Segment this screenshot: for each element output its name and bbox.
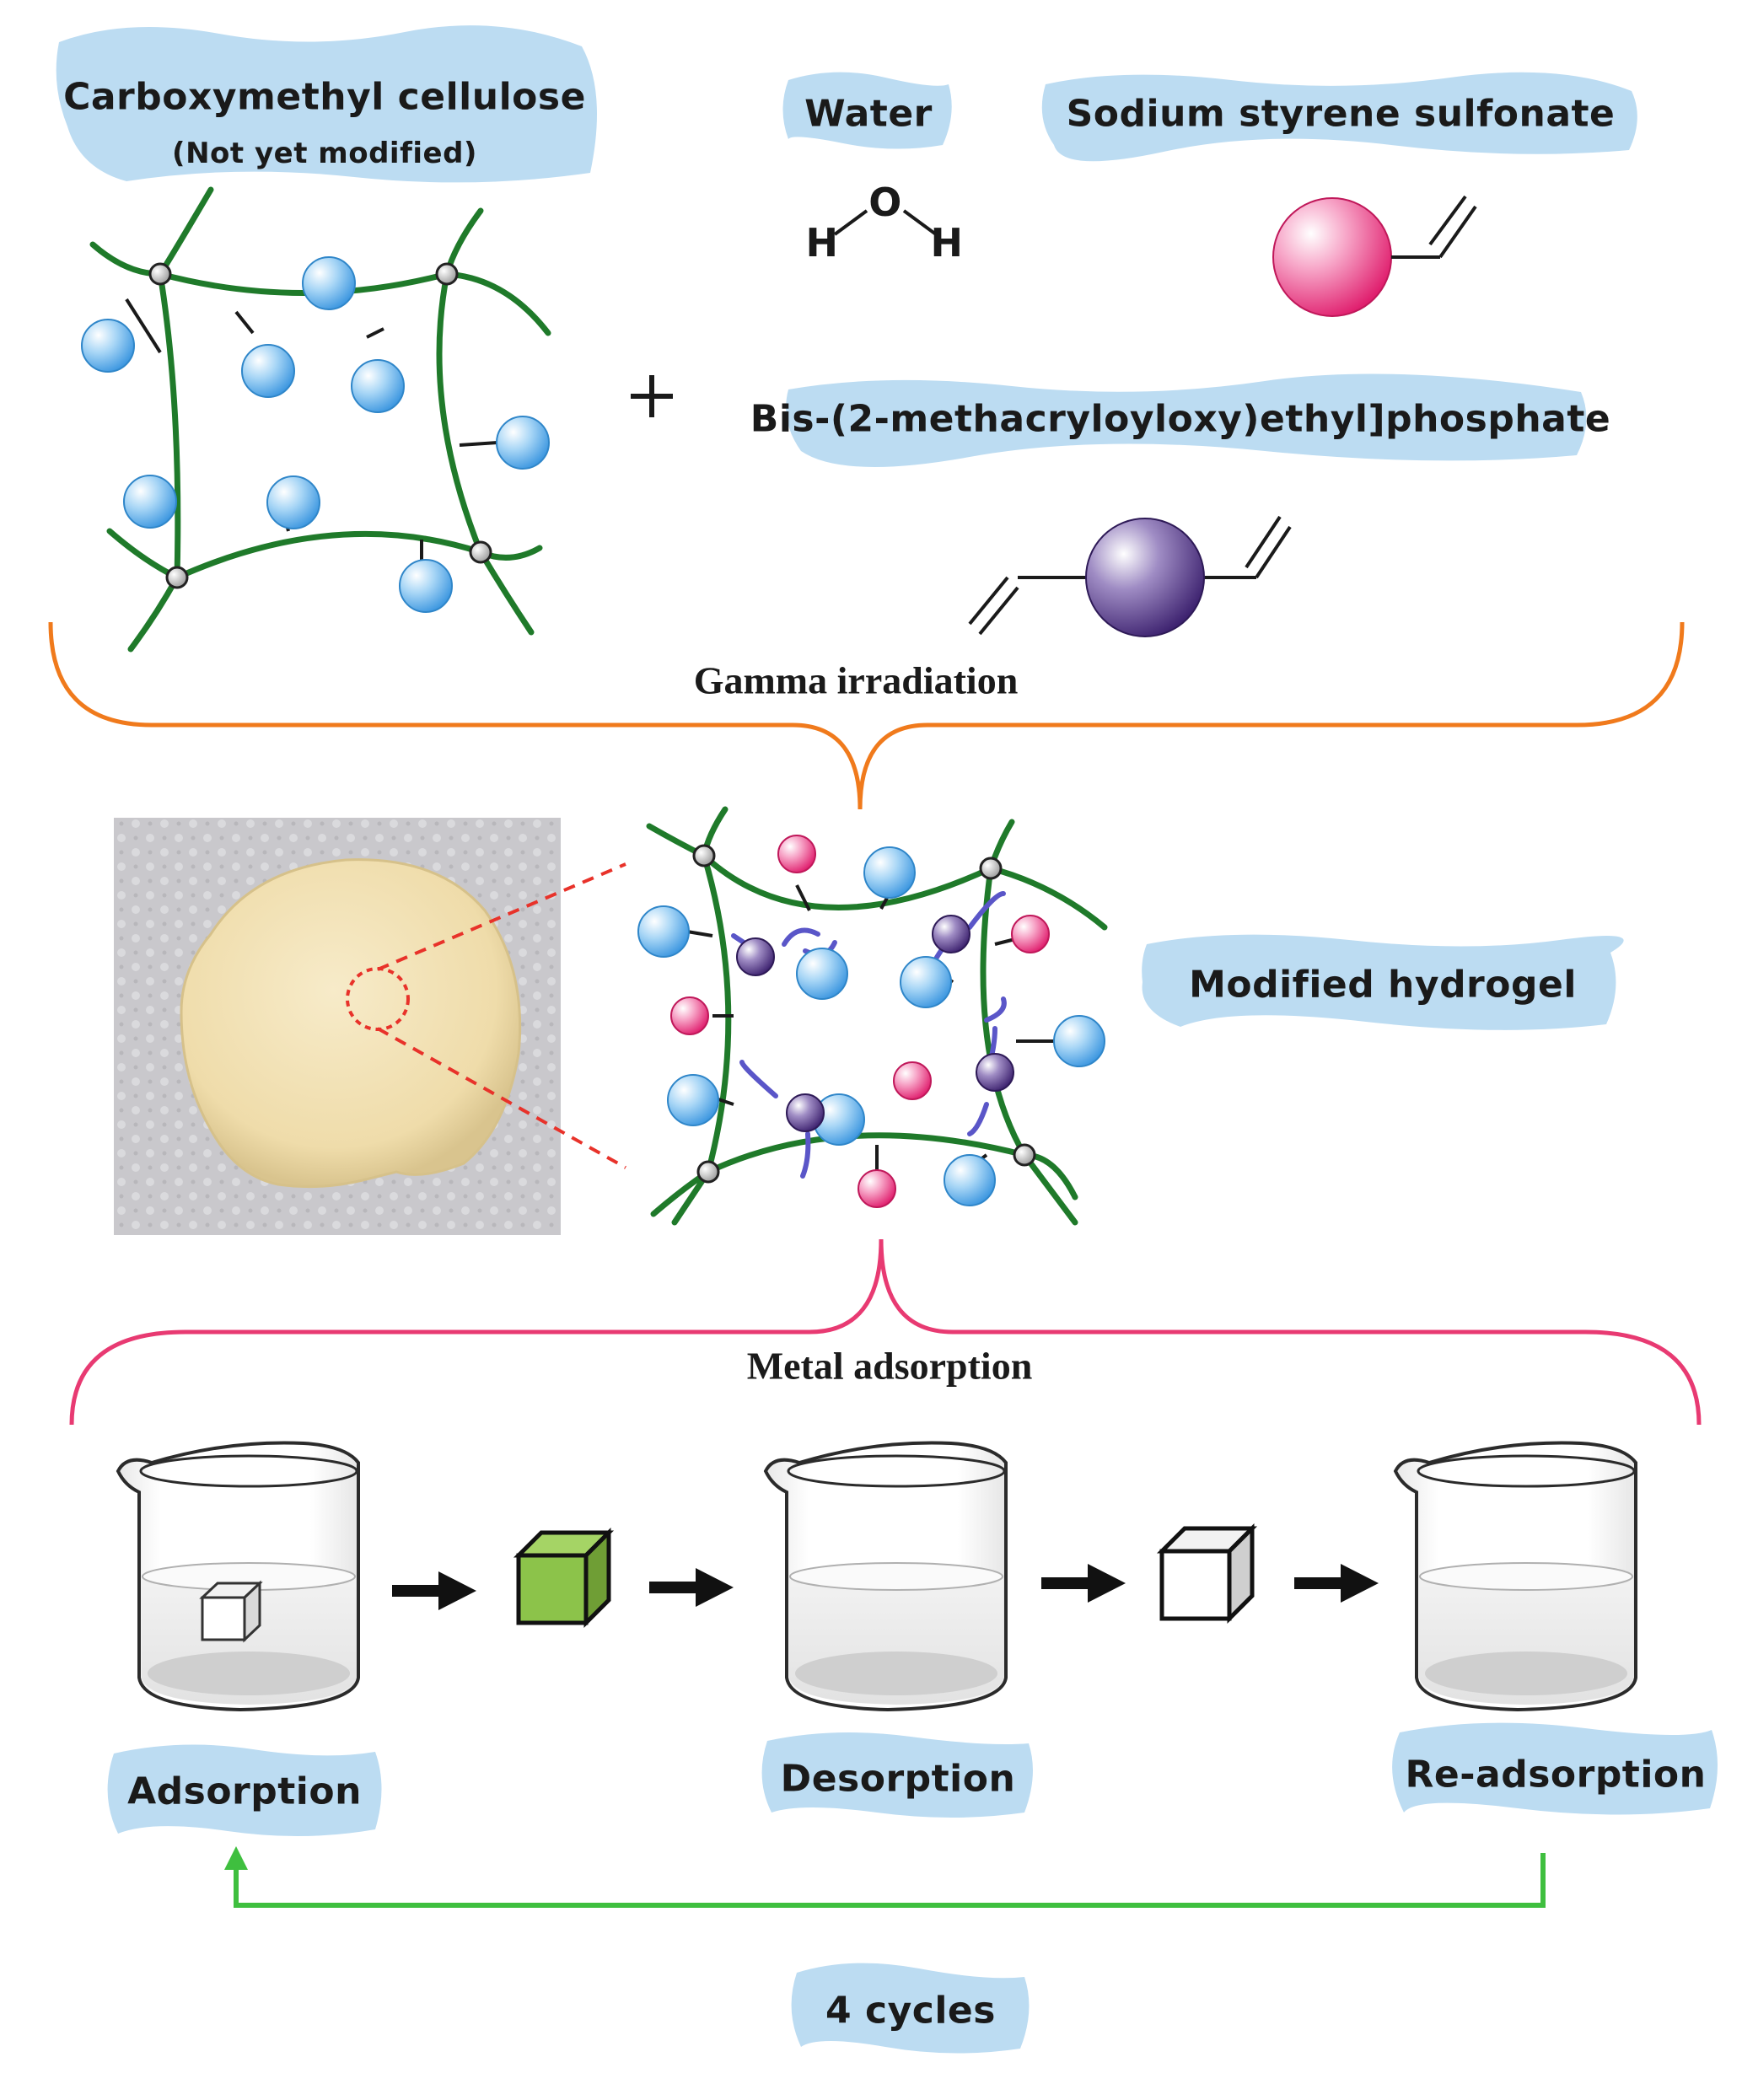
beaker-icon-readsorption — [1393, 1441, 1637, 1712]
water-label-bg — [782, 72, 952, 149]
cmc-label-bg — [56, 25, 597, 183]
sss-label: Sodium styrene sulfonate — [1066, 92, 1616, 136]
arrow-2 — [649, 1568, 734, 1607]
bmep-label: Bis-(2-methacryloyloxy)ethyl]phosphate — [750, 397, 1611, 441]
hydrogel-photo — [114, 818, 561, 1235]
desorbed-cube-icon — [1156, 1523, 1258, 1625]
cycles-label: 4 cycles — [825, 1989, 996, 2033]
water-label: Water — [804, 92, 933, 136]
hydrogel-cube-in-beaker-icon — [199, 1580, 263, 1643]
arrow-4 — [1294, 1564, 1379, 1603]
readsorption-label-bg — [1392, 1722, 1718, 1815]
desorption-label-bg — [761, 1732, 1033, 1818]
adsorption-label-bg — [107, 1744, 382, 1837]
zoom-lines — [377, 862, 626, 1169]
water-h-left: H — [805, 220, 839, 266]
sss-label-bg — [1041, 72, 1637, 162]
metal-bracket — [69, 1238, 1702, 1426]
water-molecule-icon — [833, 209, 938, 236]
cmc-note-label: (Not yet modified) — [172, 137, 477, 170]
arrow-3 — [1041, 1564, 1126, 1603]
cmc-label: Carboxymethyl cellulose — [63, 75, 586, 119]
purple-sphere-crosslinker-icon — [968, 515, 1292, 637]
right-arrow-icons — [392, 1564, 1379, 1610]
beaker-icon-adsorption — [116, 1441, 360, 1712]
modified-hydrogel-label: Modified hydrogel — [1189, 963, 1577, 1007]
metal-loaded-cube-icon — [513, 1527, 615, 1629]
desorption-label: Desorption — [780, 1757, 1016, 1801]
bmep-label-bg — [786, 373, 1587, 467]
water-o: O — [868, 180, 902, 225]
gamma-bracket — [48, 621, 1685, 810]
modified-label-bg — [1142, 934, 1624, 1030]
beaker-icon-desorption — [763, 1441, 1008, 1712]
cycles-label-bg — [791, 1963, 1030, 2054]
readsorption-label: Re-adsorption — [1405, 1753, 1707, 1797]
gamma-label: Gamma irradiation — [693, 658, 1019, 702]
pink-sphere-monomer-icon — [1272, 195, 1477, 317]
label-backgrounds — [56, 25, 1718, 2054]
adsorption-label: Adsorption — [127, 1770, 362, 1813]
arrow-1 — [392, 1571, 476, 1610]
metal-adsorption-label: Metal adsorption — [746, 1344, 1033, 1388]
cycle-arrow-icon — [224, 1846, 1546, 1908]
hydrogel-network-icon — [637, 806, 1108, 1226]
plus-icon — [631, 375, 673, 417]
water-h-right: H — [930, 220, 964, 266]
cmc-network-icon — [81, 186, 551, 653]
